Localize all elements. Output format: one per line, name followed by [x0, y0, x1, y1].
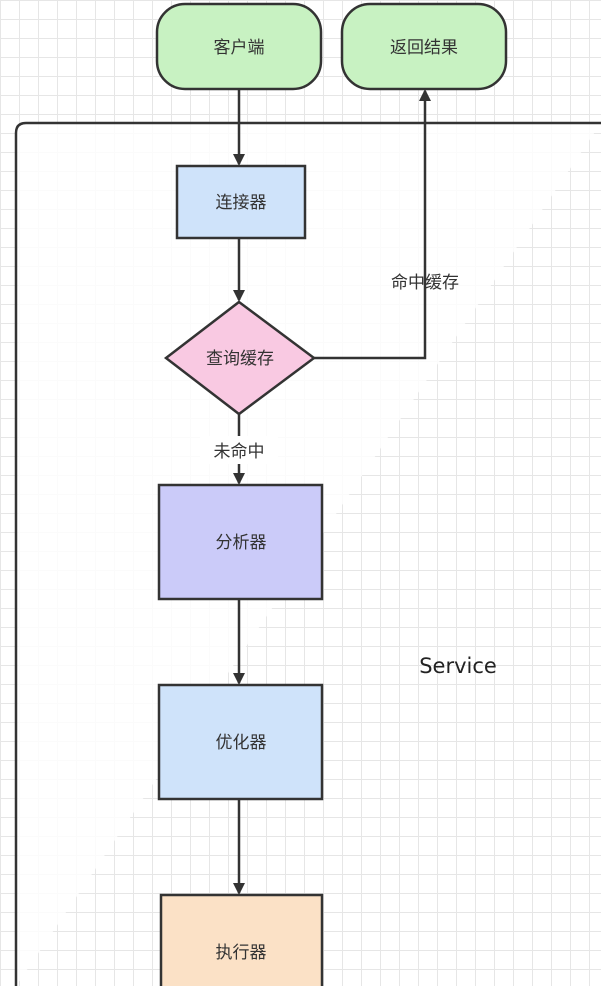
edge-cache-hit-to-result [314, 89, 431, 360]
node-connector: 连接器 [175, 164, 307, 240]
node-client-label: 客户端 [214, 38, 265, 58]
node-analyzer-shape [157, 483, 324, 601]
edges [233, 89, 431, 895]
service-label: Service [419, 654, 497, 678]
node-optimizer-label: 优化器 [216, 733, 267, 753]
node-result-label: 返回结果 [390, 38, 458, 58]
node-result-shape [340, 2, 508, 91]
edge-label-hit: 命中缓存 [391, 273, 459, 293]
node-client-shape [155, 2, 323, 91]
node-cache-shape [163, 300, 317, 416]
node-client: 客户端 [155, 2, 323, 91]
node-cache-label: 查询缓存 [206, 349, 274, 369]
node-connector-label: 连接器 [216, 193, 267, 213]
node-cache: 查询缓存 [163, 300, 317, 416]
node-executor: 执行器 [159, 893, 324, 986]
node-optimizer-shape [157, 683, 324, 801]
node-analyzer: 分析器 [157, 483, 324, 601]
edge-label-miss: 未命中 [214, 442, 265, 462]
node-executor-label: 执行器 [216, 943, 267, 963]
node-result: 返回结果 [340, 2, 508, 91]
node-executor-shape [159, 893, 324, 986]
edge-label-miss-bg [200, 436, 278, 464]
node-optimizer: 优化器 [157, 683, 324, 801]
node-analyzer-label: 分析器 [216, 533, 267, 553]
node-connector-shape [175, 164, 307, 240]
